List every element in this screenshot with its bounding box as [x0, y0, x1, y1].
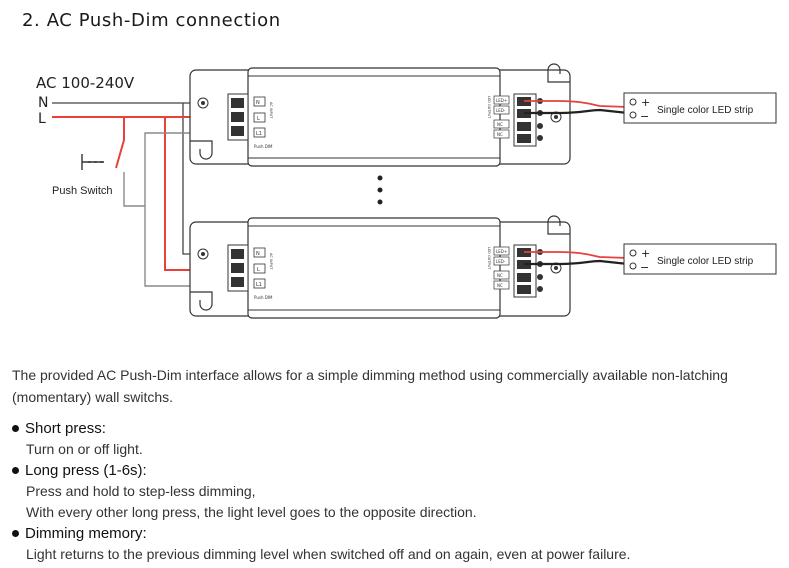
svg-text:+: + [641, 247, 650, 260]
nc-terminal-3: NC [497, 273, 503, 278]
led-plus-terminal-2: LED+ [496, 249, 507, 254]
led-strip-2: + − Single color LED strip [623, 243, 777, 275]
feature-text: Light returns to the previous dimming le… [26, 546, 631, 562]
feature-long-press: Long press (1-6s): [12, 460, 782, 481]
terminal-l1-2: L1 [256, 282, 262, 288]
nc-terminal-2: NC [497, 132, 503, 137]
description-line-2: (momentary) wall switchs. [12, 389, 174, 405]
neutral-wire [52, 102, 200, 255]
bullet-icon [12, 529, 19, 537]
terminal-l-2: L [257, 267, 260, 273]
feature-text: With every other long press, the light l… [26, 504, 477, 520]
led-strip-1: + − Single color LED strip [623, 92, 777, 124]
output-wire-plus-2 [524, 251, 629, 259]
output-wire-minus-1 [524, 108, 629, 115]
push-dim-label-2: Push DIM [254, 295, 273, 300]
switch-feed-wire [115, 117, 125, 169]
bullet-icon [12, 466, 19, 474]
svg-text:+: + [641, 96, 650, 109]
svg-text:−: − [640, 261, 649, 274]
ac-input-label-2: AC INPUT [269, 253, 273, 270]
terminal-n-2: N [256, 251, 260, 257]
led-output-label-2: LED OUTPUT [487, 247, 491, 270]
svg-text:−: − [640, 110, 649, 123]
feature-text: Turn on or off light. [26, 441, 143, 457]
push-dim-label: Push DIM [254, 144, 273, 149]
ac-input-label: AC INPUT [269, 102, 273, 119]
nc-terminal-1: NC [497, 122, 503, 127]
supply-label: AC 100-240V [36, 74, 135, 92]
feature-list: Short press: Turn on or off light. Long … [12, 418, 782, 565]
wiring-diagram: AC 100-240V N L Push Switch N L L1 Push … [36, 63, 777, 319]
description: The provided AC Push-Dim interface allow… [12, 364, 782, 408]
led-minus-terminal-2: LED- [496, 259, 506, 264]
description-line-1: The provided AC Push-Dim interface allow… [12, 367, 728, 383]
driver-2: N L L1 Push DIM AC INPUT LED+ LED- NC NC… [189, 215, 571, 319]
led-minus-terminal: LED- [496, 108, 506, 113]
terminal-n: N [256, 100, 260, 106]
led-strip-label-2: Single color LED strip [657, 256, 754, 267]
terminal-l: L [257, 116, 260, 122]
bullet-icon [12, 424, 19, 432]
feature-text: Press and hold to step-less dimming, [26, 483, 256, 499]
page-title: 2. AC Push-Dim connection [22, 10, 281, 31]
output-wire-minus-2 [524, 259, 629, 266]
feature-dimming-memory: Dimming memory: [12, 523, 782, 544]
push-switch-label: Push Switch [52, 185, 113, 197]
driver-1: N L L1 Push DIM AC INPUT LED+ LED- NC NC… [189, 63, 571, 167]
led-plus-terminal: LED+ [496, 98, 507, 103]
led-strip-label-1: Single color LED strip [657, 105, 754, 116]
line-l-label: L [38, 111, 46, 127]
terminal-l1: L1 [256, 131, 262, 137]
line-n-label: N [38, 95, 48, 111]
output-wire-plus-1 [524, 100, 629, 108]
nc-terminal-4: NC [497, 283, 503, 288]
feature-short-press: Short press: [12, 418, 782, 439]
led-output-label: LED OUTPUT [487, 96, 491, 119]
